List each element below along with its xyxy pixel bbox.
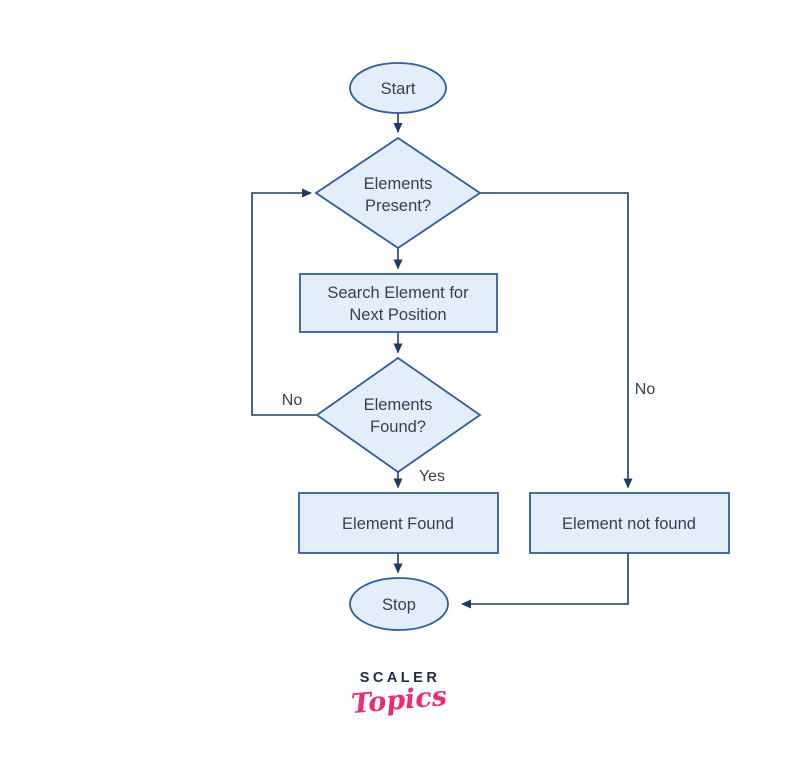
elements-present-label-line1: Elements — [364, 175, 433, 193]
search-element-label-line1: Search Element for — [327, 284, 469, 302]
start-label: Start — [381, 80, 416, 98]
elements-found-label-line2: Found? — [370, 418, 426, 436]
element-not-found-label: Element not found — [562, 515, 696, 533]
elements-present-decision-shape — [314, 136, 482, 250]
edge-label-yes: Yes — [419, 468, 445, 485]
scaler-topics-logo: SCALER Topics — [350, 670, 448, 720]
node-search-element: Search Element for Next Position — [299, 273, 498, 333]
elements-found-decision-shape — [315, 356, 482, 474]
node-elements-found: Elements Found? — [315, 356, 482, 474]
stop-label: Stop — [382, 596, 416, 614]
node-elements-present: Elements Present? — [314, 136, 482, 250]
node-start: Start — [349, 62, 447, 114]
search-element-label-line2: Next Position — [349, 306, 446, 324]
logo-product-text: Topics — [350, 681, 448, 720]
element-found-label: Element Found — [342, 515, 454, 533]
edge-elements-present-no-to-not-found — [480, 192, 633, 489]
edge-elements-found-no-loop — [251, 188, 317, 416]
logo-brand-text: SCALER — [360, 670, 441, 686]
edge-label-no-right: No — [635, 381, 656, 398]
node-element-found: Element Found — [298, 492, 499, 554]
edge-not-found-to-stop — [461, 553, 629, 609]
node-element-not-found: Element not found — [529, 492, 730, 554]
edge-label-no-loop: No — [282, 392, 303, 409]
element-not-found-process-shape — [529, 492, 730, 554]
element-found-process-shape — [298, 492, 499, 554]
start-terminator-shape — [349, 62, 447, 114]
search-element-process-shape — [299, 273, 498, 333]
node-stop: Stop — [349, 577, 449, 631]
stop-terminator-shape — [349, 577, 449, 631]
elements-present-label-line2: Present? — [365, 197, 431, 215]
elements-found-label-line1: Elements — [364, 396, 433, 414]
